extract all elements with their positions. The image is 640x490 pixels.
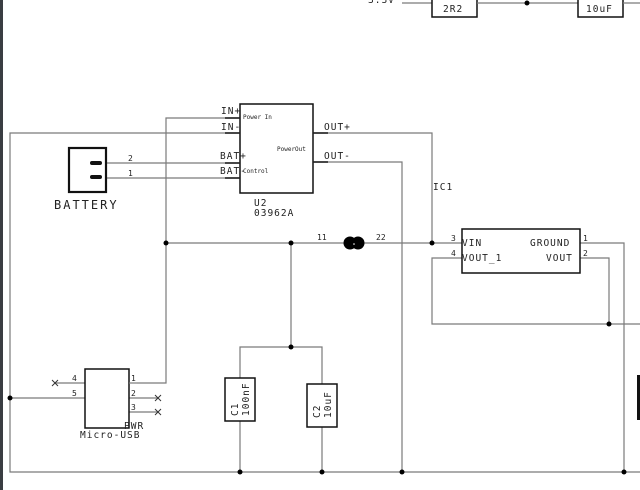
c2-value: 10uF bbox=[323, 391, 334, 418]
battery-pin-2: 2 bbox=[128, 154, 133, 163]
capacitor-c2[interactable]: C2 10uF bbox=[306, 383, 338, 428]
top-partial-circuit: 3.3V 2R2 10uF bbox=[368, 0, 640, 18]
pin-bat-minus: BAT- bbox=[220, 166, 247, 177]
ic1-pin-vin: VIN bbox=[462, 238, 482, 249]
resistor-r[interactable] bbox=[431, 0, 478, 18]
ic1-body[interactable] bbox=[461, 228, 581, 274]
usb-pin-1: 1 bbox=[131, 374, 136, 383]
c1-ref: C1 bbox=[230, 403, 241, 416]
usb-pin-5: 5 bbox=[72, 389, 77, 398]
net-label-3v3: 3.3V bbox=[368, 0, 395, 6]
junction-dot bbox=[524, 0, 530, 6]
jumper-right-label: 22 bbox=[376, 233, 386, 242]
usb-sub-label: PWR bbox=[124, 421, 144, 432]
battery-label: BATTERY bbox=[54, 198, 119, 212]
battery-pin-1: 1 bbox=[128, 169, 133, 178]
ic1-pin2-num: 2 bbox=[583, 249, 588, 258]
ic1-pin4-num: 4 bbox=[451, 249, 456, 258]
c1-value: 100nF bbox=[241, 382, 252, 416]
battery-connector[interactable]: 2 1 BATTERY bbox=[54, 146, 133, 212]
capacitor-value: 10uF bbox=[586, 4, 613, 15]
no-connect-marks bbox=[51, 379, 162, 416]
wires bbox=[9, 117, 640, 473]
u2-body[interactable] bbox=[239, 103, 314, 194]
jumper-left-label: 11 bbox=[317, 233, 327, 242]
usb-body[interactable] bbox=[84, 368, 130, 429]
ic1-ref: IC1 bbox=[433, 182, 453, 193]
u2-ref: U2 bbox=[254, 198, 267, 209]
label-power-in: Power In bbox=[243, 114, 272, 121]
partial-component-right bbox=[637, 375, 640, 420]
usb-pin-4: 4 bbox=[72, 374, 77, 383]
label-power-out: PowerOut bbox=[277, 146, 306, 153]
resistor-value: 2R2 bbox=[443, 4, 463, 15]
usb-pin-3: 3 bbox=[131, 403, 136, 412]
pin-out-minus: OUT- bbox=[324, 151, 351, 162]
window-edge bbox=[0, 0, 3, 490]
ic1-pin-ground: GROUND bbox=[530, 238, 570, 249]
ic1-component[interactable]: IC1 3 VIN 4 VOUT_1 1 GROUND 2 VOUT bbox=[433, 182, 588, 274]
battery-body[interactable] bbox=[67, 146, 108, 194]
capacitor-top[interactable] bbox=[577, 0, 624, 18]
pin-out-plus: OUT+ bbox=[324, 122, 351, 133]
ic1-pin1-num: 1 bbox=[583, 234, 588, 243]
label-control: Control bbox=[243, 168, 269, 175]
pin-in-plus: IN+ bbox=[221, 106, 241, 117]
c2-ref: C2 bbox=[312, 405, 323, 418]
usb-label: Micro-USB bbox=[80, 430, 140, 441]
capacitor-c1[interactable]: C1 100nF bbox=[224, 377, 256, 422]
u2-component[interactable]: IN+ IN- BAT+ BAT- OUT+ OUT- Power In Pow… bbox=[220, 103, 351, 219]
junctions bbox=[7, 240, 627, 475]
c2-body[interactable] bbox=[306, 383, 338, 428]
c1-body[interactable] bbox=[224, 377, 256, 422]
solder-jumper[interactable]: 11 22 bbox=[317, 233, 386, 250]
pin-bat-plus: BAT+ bbox=[220, 151, 247, 162]
usb-pin-2: 2 bbox=[131, 389, 136, 398]
pin-in-minus: IN- bbox=[221, 122, 241, 133]
ic1-pin-vout1: VOUT_1 bbox=[462, 253, 502, 264]
micro-usb-connector[interactable]: 1 2 3 4 5 PWR Micro-USB bbox=[72, 368, 144, 441]
ic1-pin-vout: VOUT bbox=[546, 253, 573, 264]
u2-part: 03962A bbox=[254, 208, 294, 219]
ic1-pin3-num: 3 bbox=[451, 234, 456, 243]
